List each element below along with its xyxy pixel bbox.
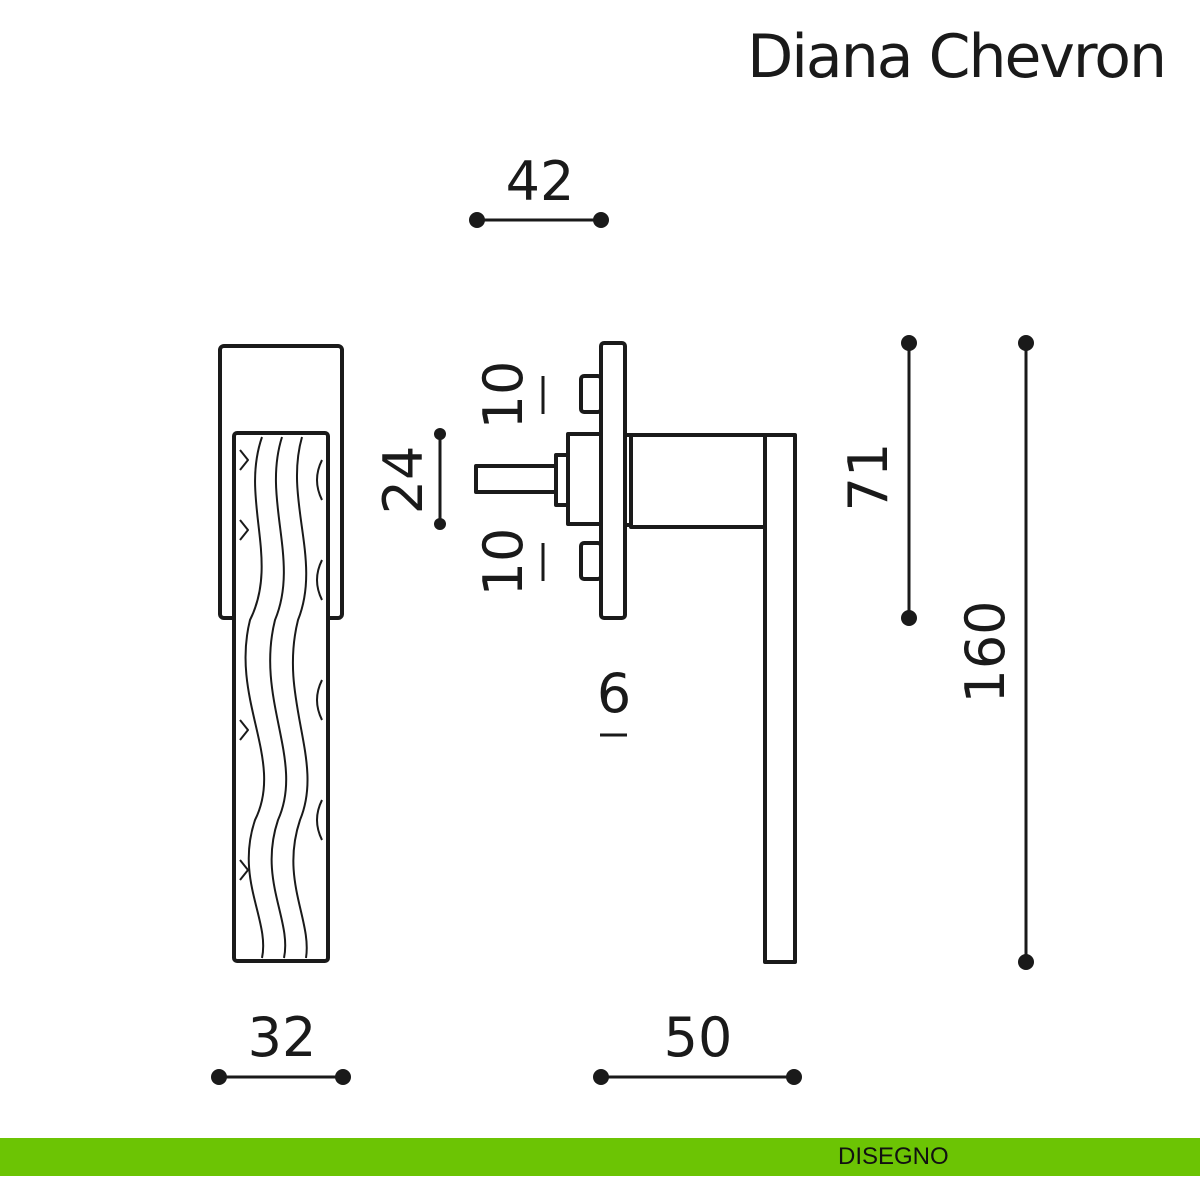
dim-spindle-spacing: 24 [372, 446, 435, 515]
footer-label: DISEGNO [838, 1143, 949, 1170]
dim-spindle-size: 6 [597, 662, 631, 725]
dim-rose-to-lever: 71 [837, 443, 900, 512]
dimension-endpoints [211, 212, 1034, 1085]
dim-screw-offset-top: 10 [472, 361, 535, 430]
side-view-handle [474, 341, 797, 964]
dim-projection: 50 [664, 1006, 733, 1069]
front-view-handle [218, 344, 344, 963]
dim-screw-offset-bottom: 10 [472, 528, 535, 597]
dim-total-length: 160 [954, 600, 1017, 703]
footer-bar: DISEGNO [0, 1138, 1200, 1176]
dim-rose-width: 42 [506, 150, 575, 213]
dim-grip-width: 32 [248, 1006, 317, 1069]
product-title: Diana Chevron [747, 22, 1167, 92]
chevron-texture [239, 436, 323, 959]
